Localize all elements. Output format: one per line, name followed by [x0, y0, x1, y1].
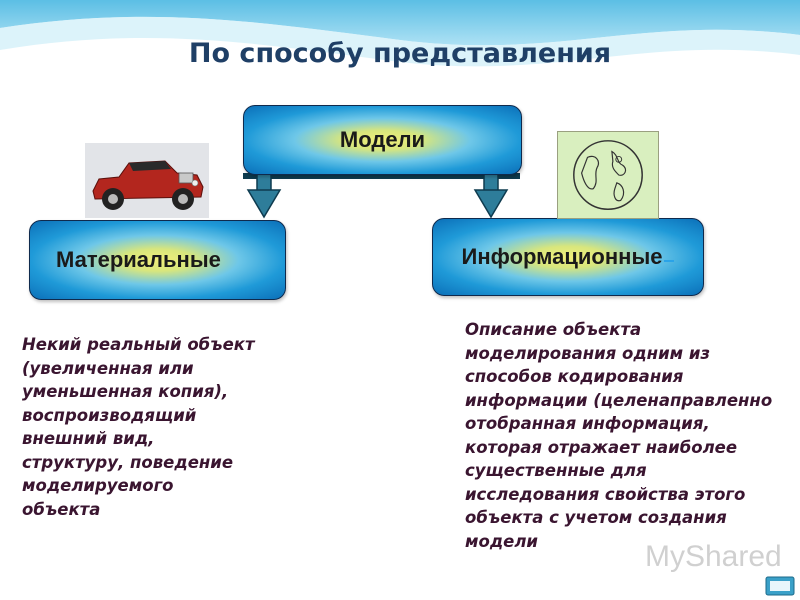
presentation-icon [765, 576, 795, 596]
slide-title: По способу представления [188, 38, 612, 69]
watermark-text: MyShared [645, 540, 782, 573]
header-wave-decoration [0, 0, 800, 67]
car-image [85, 143, 209, 218]
material-description: Некий реальный объект (увеличенная или у… [22, 335, 255, 519]
globe-image [557, 131, 659, 219]
node-information-label: Информационные [461, 244, 663, 269]
information-description: Описание объекта моделирования одним из … [465, 320, 773, 551]
node-information: Информационные [432, 218, 704, 296]
node-models: Модели [243, 105, 522, 175]
node-models-label: Модели [339, 127, 426, 152]
underline-mark [664, 260, 675, 262]
node-material: Материальные [29, 220, 286, 300]
node-material-label: Материальные [56, 247, 221, 272]
arrow-down-icon [246, 172, 282, 219]
arrow-down-icon [473, 172, 509, 219]
